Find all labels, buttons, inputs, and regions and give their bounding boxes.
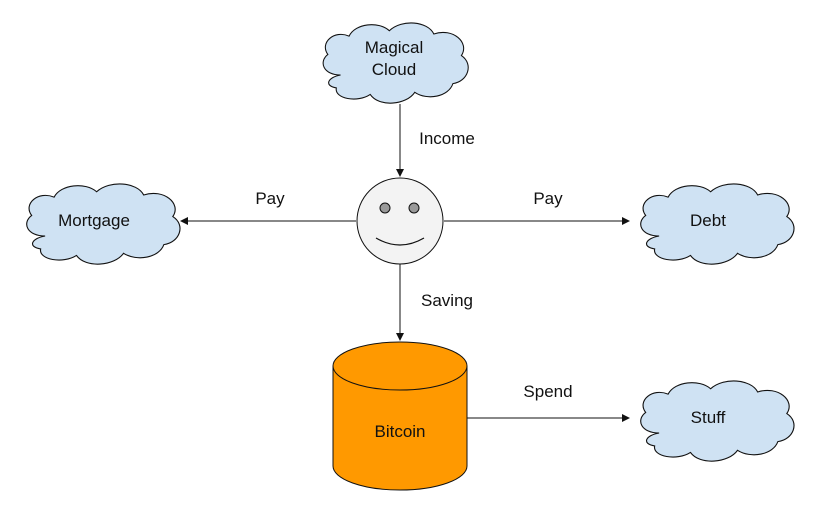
debt-label: Debt [690,211,726,230]
label-pay-right: Pay [533,189,563,208]
stuff-label: Stuff [691,408,726,427]
edge-pay-mortgage [180,217,356,225]
magical-cloud-label-line1: Magical [365,38,424,57]
smiley-face-icon [356,177,444,265]
mortgage-label: Mortgage [58,211,130,230]
label-pay-left: Pay [255,189,285,208]
magical-cloud-label-line2: Cloud [372,60,416,79]
right-eye [408,202,420,214]
cloud-stuff: Stuff [640,380,795,462]
label-income: Income [419,129,475,148]
edge-pay-debt [444,217,630,225]
edge-income [396,104,404,177]
bitcoin-label: Bitcoin [374,422,425,441]
edge-spend [466,414,630,422]
left-eye [379,202,391,214]
edge-saving [396,264,404,341]
cylinder-top [332,341,468,391]
cylinder-body [332,366,468,491]
bitcoin-cylinder: Bitcoin [332,341,468,491]
cloud-debt: Debt [640,183,795,265]
smile [375,237,425,246]
label-saving: Saving [421,291,473,310]
label-spend: Spend [523,382,572,401]
cloud-magical: Magical Cloud [322,22,469,104]
cloud-mortgage: Mortgage [26,183,181,265]
face-circle [356,177,444,265]
